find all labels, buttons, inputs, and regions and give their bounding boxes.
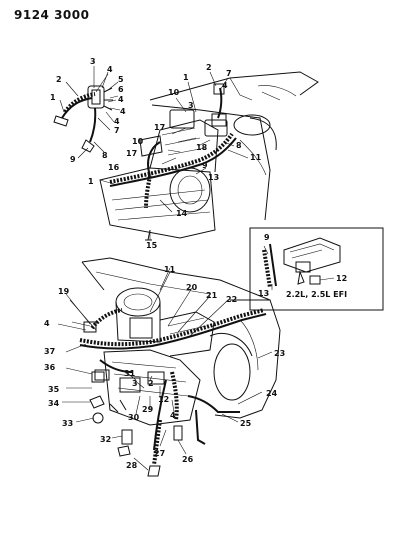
callout-10b: 10	[132, 137, 144, 146]
callout-3-bottom: 3	[132, 379, 138, 388]
callout-9: 9	[70, 155, 76, 164]
callout-33: 33	[62, 419, 73, 428]
callout-32: 32	[100, 435, 111, 444]
callout-31: 31	[124, 369, 136, 378]
callout-17: 17	[154, 123, 165, 132]
callout-2: 2	[56, 75, 62, 84]
callout-12: 12	[158, 395, 169, 404]
top-engine-compartment	[99, 71, 319, 241]
callout-9-inset: 9	[264, 233, 270, 242]
callout-13-inset: 13	[258, 289, 269, 298]
callout-3: 3	[90, 57, 96, 66]
callout-28: 28	[126, 461, 138, 470]
callout-20: 20	[186, 283, 198, 292]
callout-10: 10	[168, 88, 180, 97]
callout-18: 18	[196, 143, 208, 152]
callout-22: 22	[226, 295, 237, 304]
callout-37: 37	[44, 347, 55, 356]
callout-30: 30	[128, 413, 140, 422]
callout-19: 19	[58, 287, 70, 296]
callout-6: 6	[118, 85, 124, 94]
inset-caption: 2.2L, 2.5L EFI	[286, 290, 347, 299]
callout-4b: 4	[118, 95, 124, 104]
callout-1-mid: 1	[88, 177, 94, 186]
callout-11: 11	[164, 265, 176, 274]
callout-4-low: 4	[170, 411, 176, 420]
callout-25: 25	[240, 419, 252, 428]
callout-34: 34	[48, 399, 60, 408]
callout-14: 14	[176, 209, 188, 218]
top-left-detail	[53, 66, 121, 159]
callout-21: 21	[206, 291, 218, 300]
document-number: 9124 3000	[14, 8, 90, 22]
callout-7: 7	[114, 126, 120, 135]
callout-35: 35	[48, 385, 60, 394]
callout-24: 24	[266, 389, 278, 398]
callout-9-top: 9	[202, 161, 208, 170]
callout-2-bottom: 2	[148, 379, 154, 388]
callout-7-top: 7	[226, 69, 232, 78]
callout-4c: 4	[120, 107, 126, 116]
callout-4d: 4	[114, 117, 120, 126]
callout-11-top: 11	[250, 153, 262, 162]
callout-36: 36	[44, 363, 56, 372]
callout-8-top: 8	[236, 141, 242, 150]
callout-5: 5	[118, 75, 124, 84]
callout-26: 26	[182, 455, 194, 464]
callout-8: 8	[102, 151, 108, 160]
callout-29: 29	[142, 405, 154, 414]
callout-3-top: 3	[188, 101, 194, 110]
callout-16: 16	[108, 163, 120, 172]
callout-4-top: 4	[222, 81, 228, 90]
callout-15: 15	[146, 241, 158, 250]
callout-12-inset: 12	[336, 274, 347, 283]
bottom-engine-compartment	[57, 257, 281, 477]
callout-2-top: 2	[206, 63, 212, 72]
callout-4: 4	[107, 65, 113, 74]
callout-27: 27	[154, 449, 165, 458]
callout-17b: 17	[126, 149, 137, 158]
callout-1-top: 1	[183, 73, 189, 82]
callout-13-top: 13	[208, 173, 219, 182]
callout-labels: 1 2 3 4 5 6 7 8 9 4 4 4 1 2 7 10 4 3 17 …	[44, 57, 347, 470]
callout-4-bottom: 4	[44, 319, 50, 328]
callout-23: 23	[274, 349, 285, 358]
callout-1: 1	[50, 93, 56, 102]
inset-detail	[249, 227, 384, 311]
inset-frame	[249, 227, 384, 311]
